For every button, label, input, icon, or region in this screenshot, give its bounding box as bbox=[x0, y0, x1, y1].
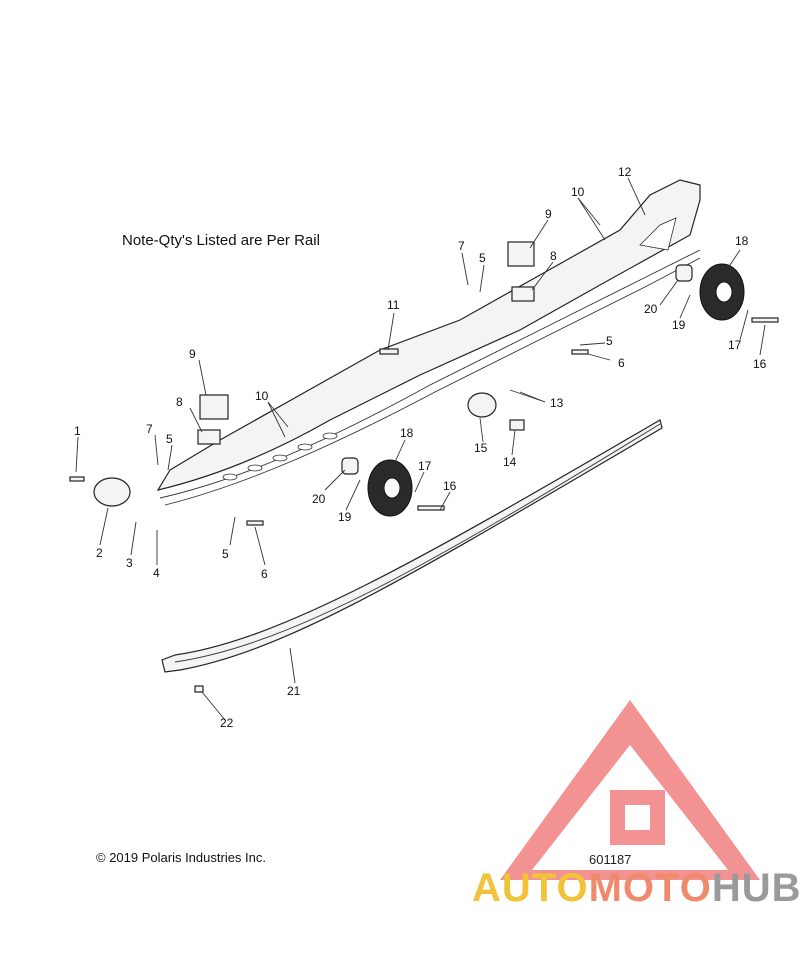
spacer-20-rear bbox=[675, 264, 693, 282]
watermark-moto: MOTO bbox=[588, 866, 712, 910]
bolt-6-rear bbox=[571, 349, 589, 355]
callout-9-a: 9 bbox=[189, 347, 196, 361]
callout-20-b: 20 bbox=[644, 302, 658, 316]
end-cap-2 bbox=[93, 477, 131, 507]
callout-5-c: 5 bbox=[479, 251, 486, 265]
callout-5-d: 5 bbox=[606, 334, 613, 348]
callout-22: 22 bbox=[220, 716, 234, 730]
callout-3: 3 bbox=[126, 556, 133, 570]
slide-21 bbox=[161, 419, 663, 673]
callout-labels: 1 2 3 4 5 5 5 5 6 6 7 7 8 8 9 9 10 10 11… bbox=[74, 165, 767, 730]
bolt-16-rear bbox=[751, 317, 779, 323]
watermark-text: AUTOMOTOHUB bbox=[472, 866, 800, 911]
callout-17-a: 17 bbox=[418, 459, 432, 473]
callout-18-a: 18 bbox=[400, 426, 414, 440]
wheel-18-front bbox=[367, 459, 413, 517]
callout-7-a: 7 bbox=[146, 422, 153, 436]
pin-14 bbox=[509, 419, 525, 431]
callout-13: 13 bbox=[550, 396, 564, 410]
bolt-16-front bbox=[417, 505, 445, 511]
bracket-8-front bbox=[197, 429, 221, 445]
callout-16-a: 16 bbox=[443, 479, 457, 493]
callout-8-b: 8 bbox=[550, 249, 557, 263]
copyright-text: © 2019 Polaris Industries Inc. bbox=[96, 850, 266, 865]
callout-8-a: 8 bbox=[176, 395, 183, 409]
bolt-6-front bbox=[246, 520, 264, 526]
note-text: Note-Qty's Listed are Per Rail bbox=[122, 232, 320, 249]
callout-7-b: 7 bbox=[458, 239, 465, 253]
callout-9-b: 9 bbox=[545, 207, 552, 221]
callout-2: 2 bbox=[96, 546, 103, 560]
callout-21: 21 bbox=[287, 684, 301, 698]
watermark-auto: AUTO bbox=[472, 866, 589, 910]
callout-15: 15 bbox=[474, 441, 488, 455]
bracket-8-rear bbox=[511, 286, 535, 302]
callout-1: 1 bbox=[74, 424, 81, 438]
callout-4: 4 bbox=[153, 566, 160, 580]
spacer-20-front bbox=[341, 457, 359, 475]
rail-assembly bbox=[156, 179, 701, 506]
callout-19-b: 19 bbox=[672, 318, 686, 332]
callout-5-b: 5 bbox=[222, 547, 229, 561]
rivet-22 bbox=[194, 685, 204, 693]
callout-18-b: 18 bbox=[735, 234, 749, 248]
callout-14: 14 bbox=[503, 455, 517, 469]
wheel-18-rear bbox=[699, 263, 745, 321]
callout-10-a: 10 bbox=[255, 389, 269, 403]
figure-id: 601187 bbox=[589, 852, 632, 867]
callout-6-a: 6 bbox=[261, 567, 268, 581]
bumper-9-rear bbox=[507, 241, 535, 267]
callout-16-b: 16 bbox=[753, 357, 767, 371]
watermark-logo bbox=[500, 700, 760, 880]
watermark-hub: HUB bbox=[711, 866, 800, 910]
callout-19-a: 19 bbox=[338, 510, 352, 524]
bolt-11 bbox=[379, 348, 399, 355]
bumper-9-front bbox=[199, 394, 229, 420]
leader-lines bbox=[75, 177, 766, 721]
callout-12: 12 bbox=[618, 165, 632, 179]
bolt-1 bbox=[69, 476, 85, 482]
callout-17-b: 17 bbox=[728, 338, 742, 352]
callout-11: 11 bbox=[387, 298, 400, 312]
callout-6-b: 6 bbox=[618, 356, 625, 370]
callout-20-a: 20 bbox=[312, 492, 326, 506]
mount-15 bbox=[467, 392, 497, 418]
callout-10-b: 10 bbox=[571, 185, 585, 199]
callout-5-a: 5 bbox=[166, 432, 173, 446]
